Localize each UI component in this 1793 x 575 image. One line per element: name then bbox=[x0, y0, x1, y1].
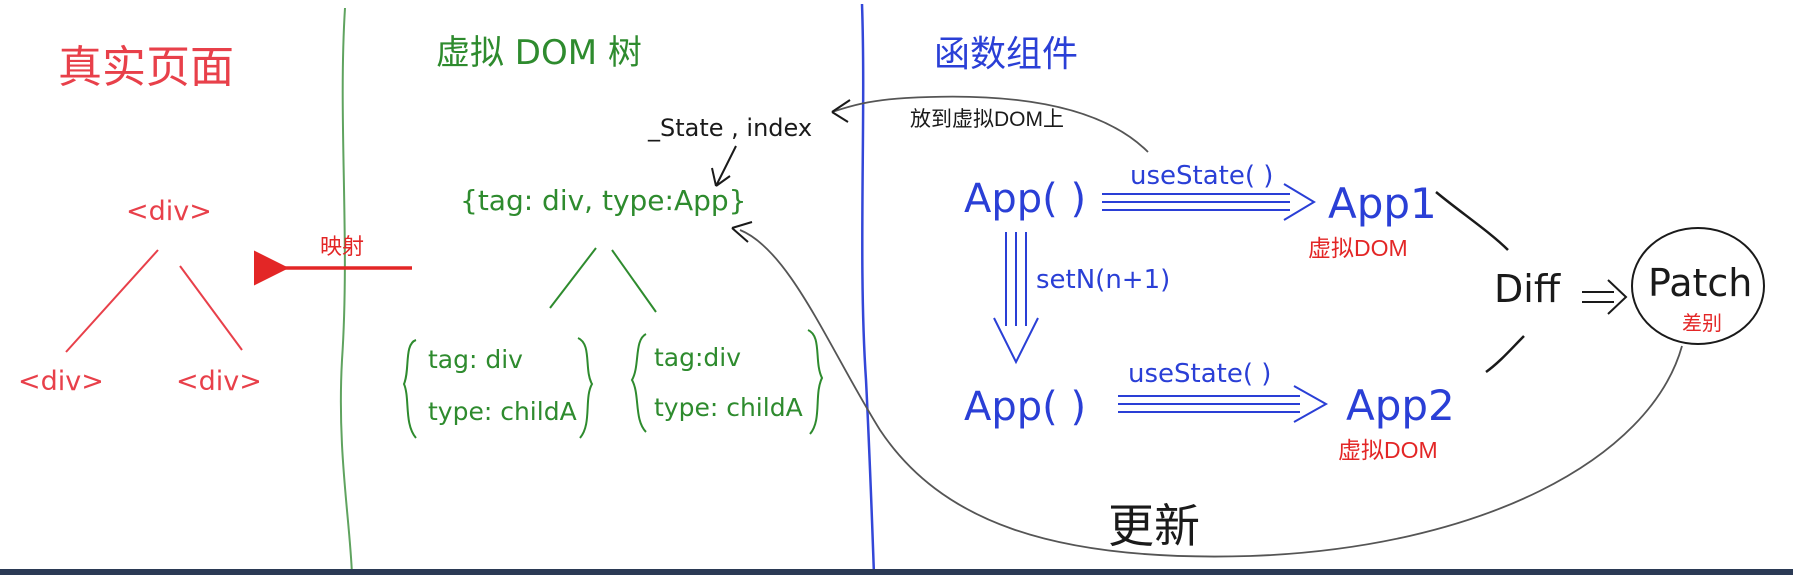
app-top: App( ) bbox=[964, 176, 1086, 222]
place-curve-head bbox=[831, 99, 851, 123]
diff-to-patch-arrow bbox=[1582, 279, 1628, 315]
child-a-tag: tag: div bbox=[428, 345, 523, 374]
setn-arrow bbox=[993, 232, 1039, 365]
divider-blue bbox=[860, 3, 876, 575]
patch-circle bbox=[1631, 227, 1765, 345]
child-a-brace-right bbox=[577, 337, 594, 439]
child-b-type: type: childA bbox=[654, 393, 803, 422]
state-arrow bbox=[711, 145, 737, 187]
vdom-label-2: 虚拟DOM bbox=[1338, 437, 1438, 463]
state-index-note: _State , index bbox=[647, 114, 812, 142]
mapping-label: 映射 bbox=[320, 234, 364, 259]
app2-label: App2 bbox=[1346, 381, 1455, 430]
real-root-div: <div> bbox=[126, 196, 212, 227]
patch-label: Patch bbox=[1648, 261, 1752, 305]
update-curve-head bbox=[731, 221, 753, 243]
real-page-title: 真实页面 bbox=[58, 42, 234, 93]
diff-edge-bottom bbox=[1485, 335, 1525, 374]
real-edge-left bbox=[65, 249, 159, 353]
child-b-brace-left bbox=[630, 333, 647, 433]
child-a-brace-left bbox=[402, 339, 417, 439]
update-label: 更新 bbox=[1108, 499, 1200, 553]
function-component-title: 函数组件 bbox=[934, 34, 1078, 75]
real-right-div: <div> bbox=[176, 366, 262, 397]
footer-band bbox=[0, 569, 1793, 575]
child-b-tag: tag:div bbox=[654, 343, 741, 372]
arrow-bottom-double bbox=[1118, 385, 1329, 423]
virtual-dom-title: 虚拟 DOM 树 bbox=[436, 33, 642, 73]
vdom-label-1: 虚拟DOM bbox=[1308, 235, 1408, 261]
place-curve bbox=[831, 95, 1149, 153]
update-curve bbox=[739, 229, 1683, 558]
app1-label: App1 bbox=[1328, 179, 1437, 228]
place-note: 放到虚拟DOM上 bbox=[910, 108, 1064, 131]
patch-note: 差别 bbox=[1682, 312, 1722, 335]
arrow-top-double bbox=[1102, 183, 1316, 221]
vdom-edge-right bbox=[611, 249, 657, 313]
vdom-root-node: {tag: div, type:App} bbox=[460, 184, 746, 217]
diff-label: Diff bbox=[1494, 267, 1561, 311]
real-left-div: <div> bbox=[18, 366, 104, 397]
real-edge-right bbox=[179, 265, 243, 351]
child-a-type: type: childA bbox=[428, 397, 577, 426]
app-bottom: App( ) bbox=[964, 384, 1086, 430]
vdom-edge-left bbox=[549, 247, 597, 309]
diff-edge-top bbox=[1435, 191, 1509, 251]
setn-label: setN(n+1) bbox=[1036, 265, 1170, 295]
divider-green bbox=[339, 7, 353, 575]
child-b-brace-right bbox=[807, 329, 824, 435]
use-state-bottom: useState( ) bbox=[1128, 359, 1271, 389]
use-state-top: useState( ) bbox=[1130, 161, 1273, 191]
